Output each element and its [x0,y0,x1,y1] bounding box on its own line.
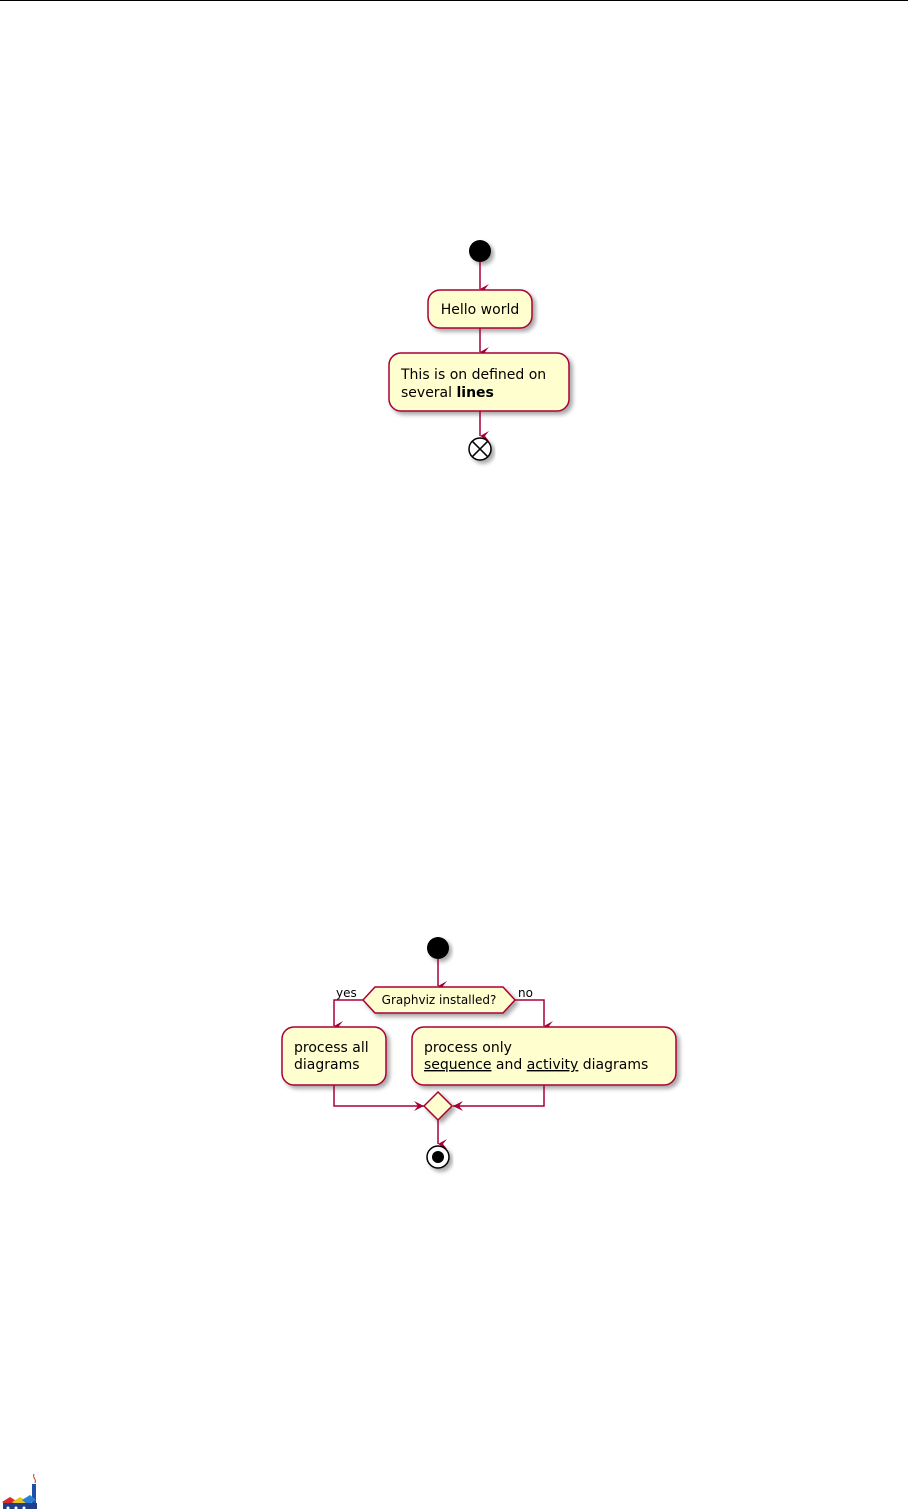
activity-hello-label: Hello world [441,302,519,318]
process-only-line2: sequence and activity diagrams [424,1057,648,1073]
stop-node [468,437,492,461]
process-all-line2: diagrams [294,1057,360,1073]
merge-diamond [422,1090,454,1122]
end-node [426,1145,450,1169]
diagram-2: Graphviz installed? yes no process all d… [281,937,677,1169]
arrow-no-merge [453,1085,545,1107]
and-text: and [491,1057,526,1073]
logo-icon [2,1473,37,1510]
start-node [469,240,491,262]
start-node-2 [427,937,449,959]
merge-arrowhead-left [414,1101,424,1111]
branch-no-label: no [518,986,533,1000]
activity-multiline-line2: several lines [401,385,494,401]
multiline-prefix: several [401,385,456,401]
process-only-line1: process only [424,1040,512,1056]
multiline-bold: lines [456,385,493,401]
top-rule [0,0,908,1]
arrow-no-branch [515,999,553,1031]
activity-process-only: process only sequence and activity diagr… [411,1026,677,1086]
process-all-line1: process all [294,1040,369,1056]
condition-graphviz: Graphviz installed? [361,986,517,1014]
activity-hello: Hello world [427,289,533,329]
activity-link: activity [527,1057,579,1073]
activity-process-all: process all diagrams [281,1026,387,1086]
activity-multiline-line1: This is on defined on [400,367,546,383]
diagram-1: Hello world This is on defined on severa… [388,240,570,461]
arrow-yes-branch [333,999,363,1031]
activity-multiline: This is on defined on several lines [388,352,570,412]
merge-arrowhead-right [453,1101,463,1111]
diagrams-text: diagrams [578,1057,648,1073]
condition-label: Graphviz installed? [382,993,497,1007]
arrow-yes-merge [333,1085,424,1107]
branch-yes-label: yes [336,986,357,1000]
sequence-link: sequence [424,1057,491,1073]
